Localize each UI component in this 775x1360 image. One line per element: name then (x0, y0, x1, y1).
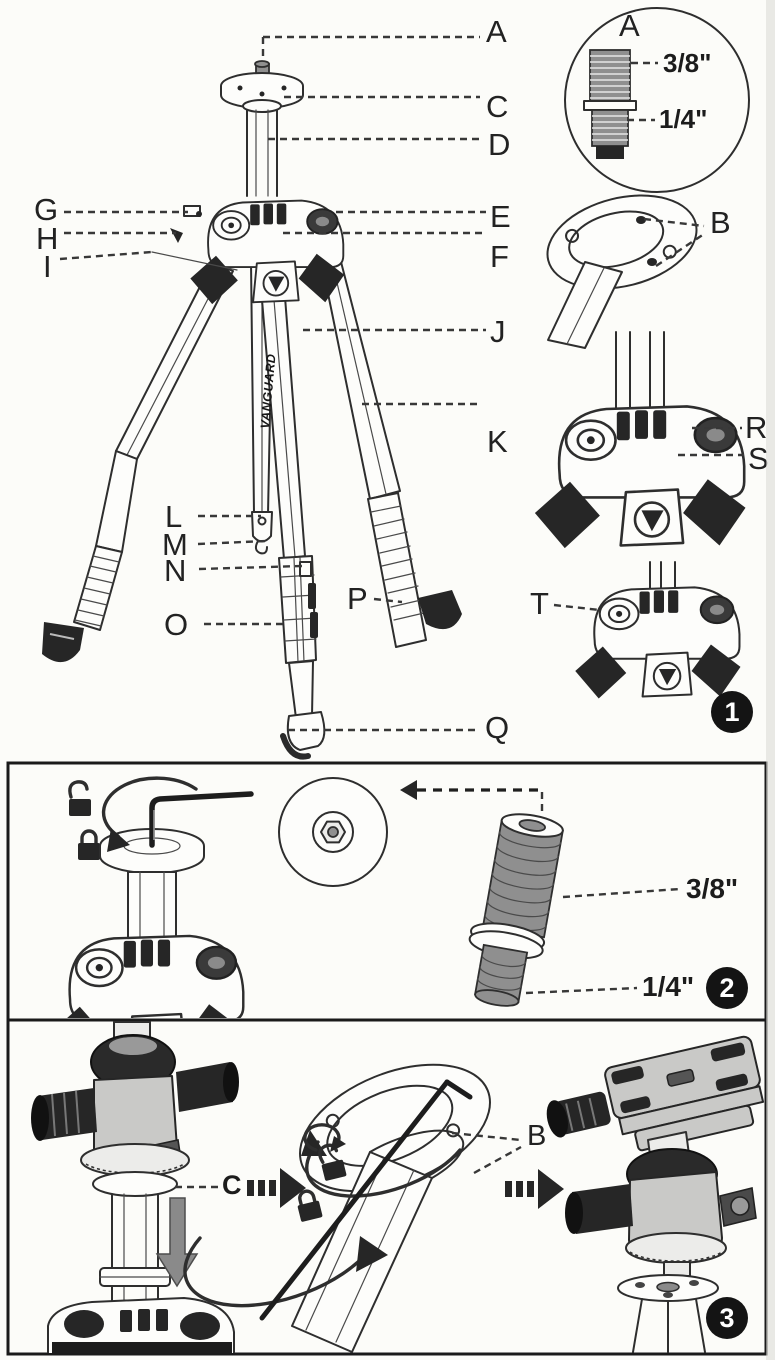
arrow-right-icon (280, 1168, 306, 1208)
step3-badge: 3 (706, 1297, 748, 1339)
lock-icon (76, 829, 102, 862)
arrow-right-icon (538, 1169, 564, 1209)
callout-n-label: N (164, 553, 187, 588)
arrow-left-icon (400, 780, 417, 800)
step1-inset-stud (564, 7, 750, 193)
step1-inset-hub-rs (533, 331, 747, 550)
callout-j-label: J (490, 314, 506, 349)
scan-edge-shadow (766, 0, 775, 1360)
callout-q-label: Q (485, 710, 510, 745)
plate-threading-diagram (183, 1063, 491, 1353)
inset-thread-1-4-label: 1/4" (659, 104, 708, 134)
inset-thread-3-8-label: 3/8" (663, 48, 712, 78)
step2-thread-1-4-label: 1/4" (642, 971, 695, 1002)
callout-b-label: B (710, 205, 731, 240)
callout-g-label: G (34, 192, 59, 227)
lock-icon (292, 1186, 325, 1224)
ballhead-with-plate (546, 1035, 765, 1353)
callout-i-label: I (43, 249, 52, 284)
step1-tripod-illustration (42, 60, 462, 760)
callout-k-label: K (487, 424, 508, 459)
step1-leader-lines (59, 35, 744, 732)
step3-illustration (31, 1021, 765, 1353)
callout-l-label: L (165, 499, 183, 534)
reversible-stud (468, 813, 564, 1007)
callout-r-label: R (745, 410, 768, 445)
callout-e-label: E (490, 199, 511, 234)
ballhead-on-column (31, 1021, 239, 1353)
step2-badge: 2 (706, 967, 748, 1009)
callout-t-label: T (530, 586, 549, 621)
hex-key-icon (149, 791, 254, 848)
inset-stud-label: A (619, 8, 640, 43)
callout-o-label: O (164, 607, 189, 642)
step1-badge: 1 (711, 691, 753, 733)
callout-s-label: S (748, 441, 769, 476)
callout-h-label: H (36, 221, 59, 256)
step3-callout-c-label: C (222, 1170, 242, 1200)
step1-inset-hub-t (574, 561, 742, 700)
step1-inset-plate (546, 194, 698, 349)
callout-a-label: A (486, 14, 507, 49)
callout-p-label: P (347, 581, 368, 616)
step3-callout-b-label: B (527, 1120, 547, 1152)
callout-c-label: C (486, 89, 509, 124)
unlock-icon (67, 780, 93, 818)
step2-thread-3-8-label: 3/8" (686, 873, 739, 904)
callout-d-label: D (488, 127, 511, 162)
hex-key-icon (259, 1079, 450, 1321)
callout-m-label: M (162, 527, 188, 562)
rotate-arrow-icon (107, 828, 130, 852)
step2-illustration (45, 776, 681, 1018)
callout-f-label: F (490, 239, 509, 274)
